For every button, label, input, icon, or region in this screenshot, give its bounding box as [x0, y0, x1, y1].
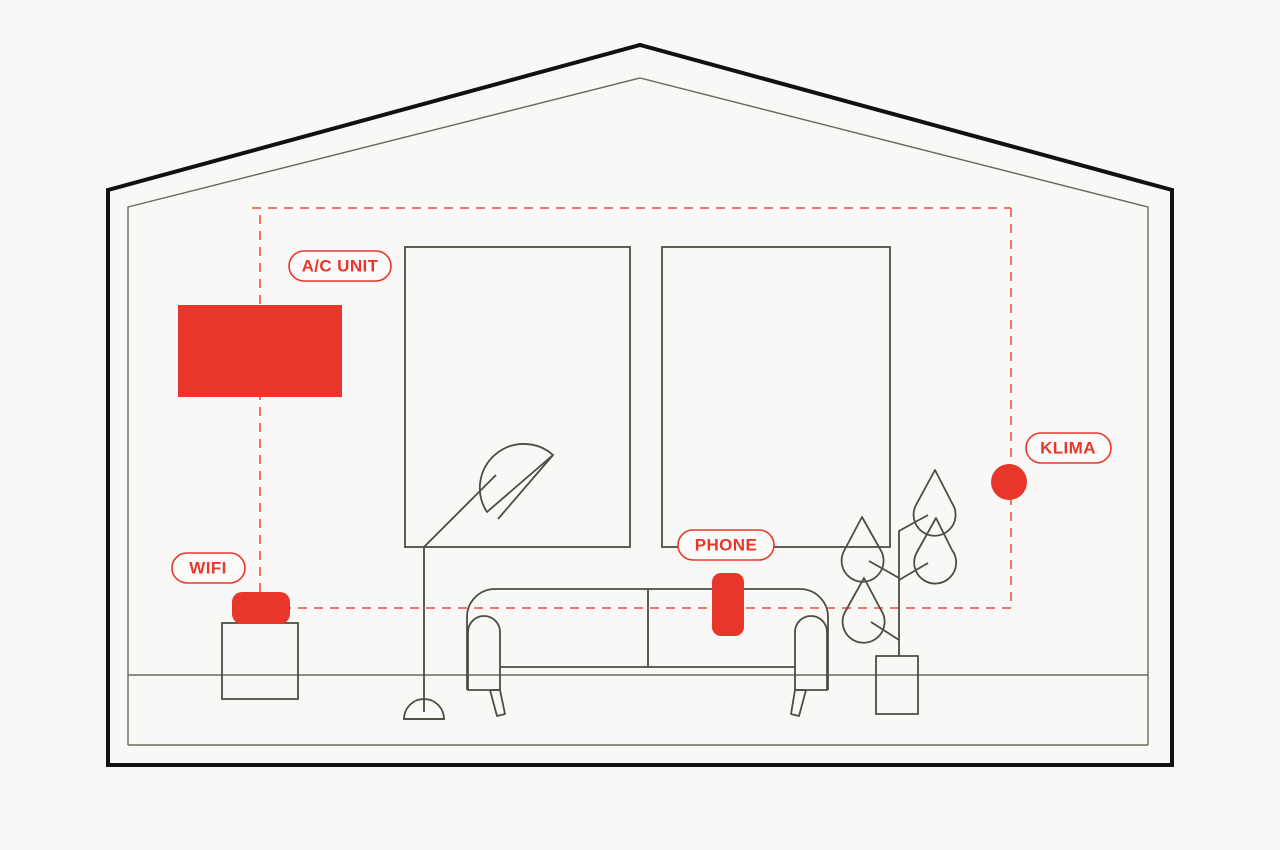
klima-pill-background — [1025, 432, 1112, 464]
ac-unit-device[interactable] — [178, 305, 342, 397]
wifi-pill-label: WIFI — [189, 558, 226, 577]
label-wifi[interactable]: WIFI — [171, 552, 246, 584]
lamp-base — [403, 698, 445, 720]
sofa-right-arm — [794, 615, 828, 691]
ac-unit-pill-label: A/C UNIT — [302, 256, 379, 275]
plant-pot — [875, 655, 919, 715]
lamp-shade-edge — [497, 454, 554, 520]
wifi-router-device[interactable] — [232, 592, 290, 624]
sofa-leg-right — [790, 689, 807, 717]
floor-lamp — [403, 443, 554, 720]
side-table — [221, 622, 299, 700]
ac-unit-pill-background — [288, 250, 392, 282]
network-dashed-path — [252, 207, 1012, 609]
side-table-body — [221, 622, 299, 700]
label-ac-unit[interactable]: A/C UNIT — [288, 250, 392, 282]
plant-leaf-lower-left — [841, 577, 886, 644]
phone-device[interactable] — [712, 573, 744, 636]
house-structure — [106, 42, 1174, 767]
lamp-shade-dome — [479, 443, 554, 513]
phone-pill-background — [677, 529, 775, 561]
lamp-arm — [423, 474, 497, 548]
smart-devices — [178, 305, 1027, 636]
phone-pill-label: PHONE — [695, 535, 757, 554]
plant — [840, 469, 957, 715]
sofa-leg-left — [489, 689, 506, 717]
plant-leaf-mid-right — [913, 517, 957, 585]
plant-leaf-upper-right — [912, 469, 957, 537]
window-left — [404, 246, 631, 548]
plant-leaf-mid-left — [840, 516, 885, 583]
sofa-left-arm — [467, 615, 501, 691]
sofa — [466, 588, 829, 717]
inner-wall-outline — [127, 77, 1149, 745]
plant-branch-lower-left — [870, 621, 900, 641]
klima-pill-label: KLIMA — [1040, 438, 1096, 457]
label-klima[interactable]: KLIMA — [1025, 432, 1112, 464]
plant-branch-upper-right — [898, 514, 929, 535]
windows — [404, 246, 891, 548]
label-phone[interactable]: PHONE — [677, 529, 775, 561]
wifi-pill-background — [171, 552, 246, 584]
window-right — [661, 246, 891, 548]
plant-branch-mid-right — [898, 562, 929, 581]
outer-wall-outline — [106, 42, 1174, 765]
klima-sensor-device[interactable] — [991, 464, 1027, 500]
plant-branch-mid-left — [868, 560, 900, 579]
